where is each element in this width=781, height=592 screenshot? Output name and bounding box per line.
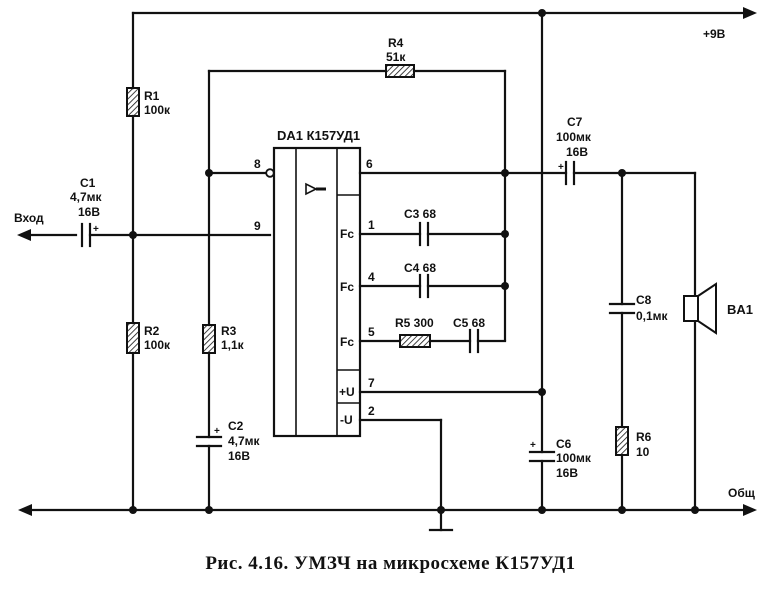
c7-ref: C7: [567, 115, 583, 129]
resistor-r4: [207, 64, 507, 342]
c6-ref: C6: [556, 437, 572, 451]
svg-text:+: +: [530, 440, 536, 451]
resistor-r2: [126, 233, 140, 512]
chip-fc-3: Fc: [340, 335, 354, 349]
r1-value: 100к: [144, 103, 171, 117]
pin-5: 5: [368, 325, 375, 339]
pin-7: 7: [368, 376, 375, 390]
c1-ref: C1: [80, 176, 96, 190]
inverting-input-circle: [265, 168, 275, 178]
ground-rail: [18, 504, 757, 516]
output-line: +: [358, 160, 697, 186]
resistor-r6: [615, 426, 629, 512]
resistor-r3: [202, 69, 216, 439]
r2-value: 100к: [144, 338, 171, 352]
amplifier-symbol-icon: [305, 182, 318, 196]
c5-label: C5 68: [453, 316, 485, 330]
c2-voltage: 16В: [228, 449, 250, 463]
c2-value: 4,7мк: [228, 434, 261, 448]
resistor-r1: [126, 11, 140, 237]
c2-ref: C2: [228, 419, 244, 433]
pin-2: 2: [368, 404, 375, 418]
ground-pin-wire: [358, 418, 454, 532]
c8-value: 0,1мк: [636, 309, 669, 323]
capacitor-c5: [468, 328, 507, 354]
r6-ref: R6: [636, 430, 652, 444]
input-label: Вход: [14, 211, 44, 225]
c4-label: C4 68: [404, 261, 436, 275]
r2-ref: R2: [144, 324, 160, 338]
c8-ref: C8: [636, 293, 652, 307]
capacitor-c4: [358, 273, 507, 299]
junction-dots: [129, 9, 699, 514]
chip-da1: [272, 146, 362, 438]
ground-label: Общ: [728, 486, 756, 500]
figure-caption: Рис. 4.16. УМЗЧ на микросхеме К157УД1: [205, 553, 576, 574]
chip-plus-u: +U: [339, 385, 355, 399]
supply-label: +9В: [703, 27, 726, 41]
r4-ref: R4: [388, 36, 404, 50]
resistor-r5: [358, 334, 472, 348]
pin-8: 8: [254, 157, 261, 171]
r4-value: 51к: [386, 50, 406, 64]
svg-text:+: +: [93, 224, 99, 235]
c6-voltage: 16В: [556, 466, 578, 480]
speaker-ba1-icon: [683, 171, 717, 512]
capacitor-c3: [358, 221, 507, 247]
c7-voltage: 16В: [566, 145, 588, 159]
c1-value: 4,7мк: [70, 190, 103, 204]
ba1-label: BA1: [727, 302, 753, 317]
r1-ref: R1: [144, 89, 160, 103]
pin-4: 4: [368, 270, 375, 284]
r3-ref: R3: [221, 324, 237, 338]
r5-label: R5 300: [395, 316, 434, 330]
c7-value: 100мк: [556, 130, 592, 144]
chip-fc-2: Fc: [340, 280, 354, 294]
chip-minus-u: -U: [340, 413, 353, 427]
capacitor-c8: [608, 171, 636, 429]
svg-text:+: +: [558, 162, 564, 173]
pin-6: 6: [366, 157, 373, 171]
c3-label: C3 68: [404, 207, 436, 221]
capacitor-c6: +: [528, 440, 556, 512]
c1-voltage: 16В: [78, 205, 100, 219]
r3-value: 1,1к: [221, 338, 245, 352]
power-pin-wire: [358, 11, 544, 454]
r6-value: 10: [636, 445, 650, 459]
pin-9: 9: [254, 219, 261, 233]
capacitor-c1: +: [80, 222, 272, 248]
input-line: [17, 229, 78, 241]
chip-title: DA1 К157УД1: [277, 128, 360, 143]
svg-text:+: +: [214, 426, 220, 437]
c6-value: 100мк: [556, 451, 592, 465]
capacitor-c2: +: [195, 426, 223, 512]
chip-fc-1: Fc: [340, 227, 354, 241]
supply-rail: [131, 7, 757, 19]
pin-1: 1: [368, 218, 375, 232]
